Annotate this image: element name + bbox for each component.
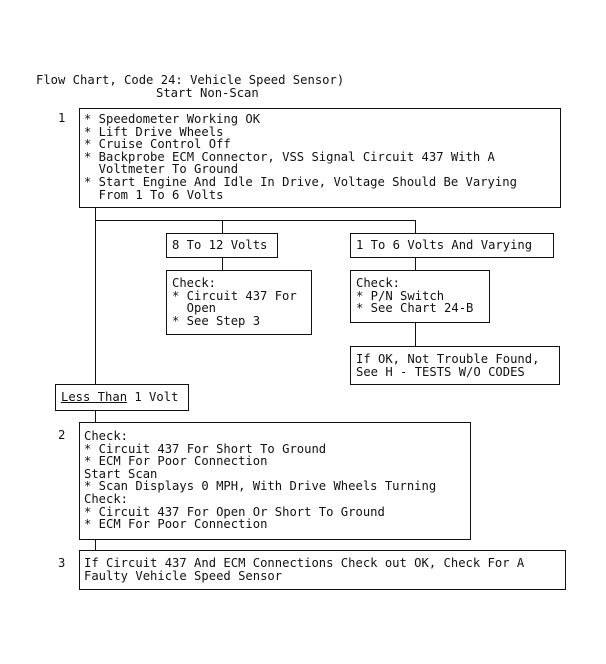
connector-step-2 bbox=[95, 411, 96, 423]
branch-high-check-line: Open bbox=[172, 301, 217, 316]
branch-low-voltage-label: Less Than 1 Volt bbox=[61, 391, 178, 404]
branch-varying-check-box: Check: * P/N Switch * See Chart 24-B bbox=[350, 270, 490, 323]
step-1-line: Voltmeter To Ground bbox=[84, 162, 239, 177]
step-1-box: * Speedometer Working OK * Lift Drive Wh… bbox=[79, 108, 561, 208]
branch-low-voltage-box: Less Than 1 Volt bbox=[55, 384, 189, 411]
branch-varying-check-line: Check: bbox=[356, 276, 401, 290]
step-2-number: 2 bbox=[58, 428, 66, 442]
branch-varying-check-line: * See Chart 24-B bbox=[356, 301, 474, 316]
step-2-box: Check: * Circuit 437 For Short To Ground… bbox=[79, 422, 471, 540]
branch-varying-result-line: See H - TESTS W/O CODES bbox=[356, 364, 525, 379]
branch-high-check-line: Check: bbox=[172, 276, 217, 290]
step-2-line: Check: bbox=[84, 491, 129, 506]
branch-varying-voltage-label: 1 To 6 Volts And Varying bbox=[356, 238, 533, 252]
chart-title: Flow Chart, Code 24: Vehicle Speed Senso… bbox=[36, 73, 345, 87]
step-1-line: * Start Engine And Idle In Drive, Voltag… bbox=[84, 174, 517, 189]
connector-high-branch bbox=[222, 220, 223, 234]
step-1-number: 1 bbox=[58, 111, 66, 125]
connector-varying-branch bbox=[415, 220, 416, 234]
step-1-line: * Speedometer Working OK bbox=[84, 112, 261, 126]
chart-subtitle: Start Non-Scan bbox=[156, 86, 259, 100]
branch-high-voltage-box: 8 To 12 Volts bbox=[166, 233, 278, 258]
connector-high-check bbox=[222, 257, 223, 271]
branch-low-voltage-rest: 1 Volt bbox=[127, 390, 179, 404]
branch-high-check-line: * Circuit 437 For bbox=[172, 288, 297, 303]
branch-varying-voltage-box: 1 To 6 Volts And Varying bbox=[350, 233, 554, 258]
step-1-line: From 1 To 6 Volts bbox=[84, 187, 224, 202]
connector-step-3 bbox=[95, 539, 96, 551]
step-2-line: * ECM For Poor Connection bbox=[84, 454, 268, 469]
step-3-line: If Circuit 437 And ECM Connections Check… bbox=[84, 556, 525, 570]
step-3-box: If Circuit 437 And ECM Connections Check… bbox=[79, 550, 566, 590]
branch-high-check-box: Check: * Circuit 437 For Open * See Step… bbox=[166, 270, 312, 335]
step-3-line: Faulty Vehicle Speed Sensor bbox=[84, 568, 283, 583]
branch-varying-result-box: If OK, Not Trouble Found, See H - TESTS … bbox=[350, 346, 560, 385]
step-3-number: 3 bbox=[58, 556, 66, 570]
step-2-line: * Scan Displays 0 MPH, With Drive Wheels… bbox=[84, 479, 437, 494]
branch-high-voltage-label: 8 To 12 Volts bbox=[172, 238, 268, 252]
branch-high-check-line: * See Step 3 bbox=[172, 313, 261, 328]
step-2-line: * Circuit 437 For Open Or Short To Groun… bbox=[84, 504, 385, 519]
main-trunk bbox=[95, 207, 96, 385]
branch-varying-check-line: * P/N Switch bbox=[356, 288, 445, 303]
branch-connector bbox=[95, 220, 416, 221]
connector-varying-check bbox=[415, 257, 416, 271]
branch-varying-result-line: If OK, Not Trouble Found, bbox=[356, 352, 540, 366]
step-1-line: * Backprobe ECM Connector, VSS Signal Ci… bbox=[84, 149, 495, 164]
branch-low-voltage-underlined: Less Than bbox=[61, 390, 128, 404]
step-2-line: Check: bbox=[84, 429, 129, 443]
step-2-line: * ECM For Poor Connection bbox=[84, 517, 268, 532]
step-2-line: * Circuit 437 For Short To Ground bbox=[84, 441, 327, 456]
connector-varying-result bbox=[415, 322, 416, 347]
step-2-line: Start Scan bbox=[84, 466, 158, 481]
step-1-line: * Cruise Control Off bbox=[84, 137, 231, 152]
step-1-line: * Lift Drive Wheels bbox=[84, 124, 224, 139]
